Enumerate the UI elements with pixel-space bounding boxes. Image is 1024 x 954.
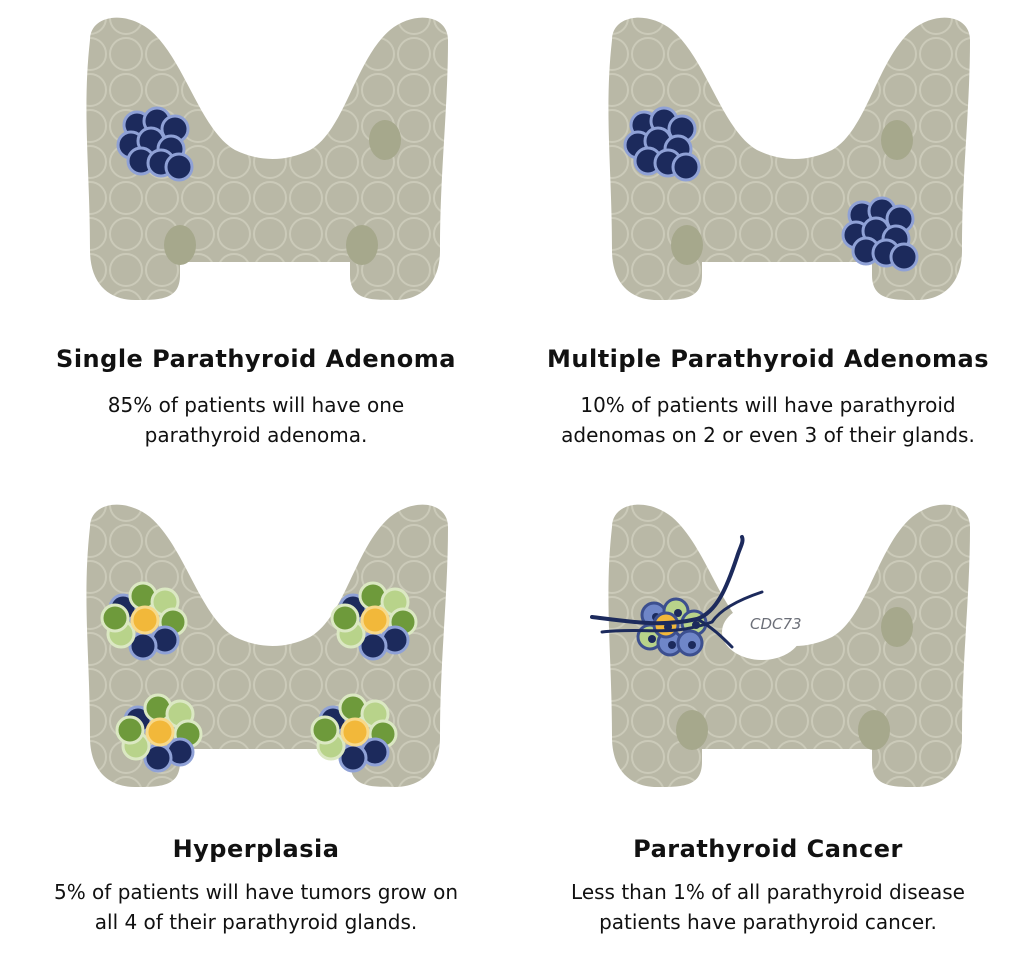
normal-parathyroid-gland	[369, 120, 401, 160]
adenoma-cluster	[116, 106, 194, 182]
thyroid-illustration-cancer: CDC73	[590, 504, 970, 787]
panel-hyperplasia: Hyperplasia 5% of patients will have tum…	[0, 477, 512, 954]
panel-description: 5% of patients will have tumors grow on …	[0, 877, 512, 937]
description-line: parathyroid adenoma.	[144, 423, 368, 447]
normal-parathyroid-gland	[676, 710, 708, 750]
normal-parathyroid-gland	[881, 120, 913, 160]
panel-title: Single Parathyroid Adenoma	[56, 345, 456, 373]
normal-parathyroid-gland	[881, 607, 913, 647]
description-line: all 4 of their parathyroid glands.	[94, 910, 418, 934]
cell-nucleus	[668, 641, 676, 649]
description-line: Less than 1% of all parathyroid disease	[571, 880, 965, 904]
hyperplasia-cell	[100, 603, 130, 633]
description-line: patients have parathyroid cancer.	[599, 910, 937, 934]
panel-description: Less than 1% of all parathyroid disease …	[512, 877, 1024, 937]
gland-notch	[722, 604, 802, 660]
hyperplasia-cluster	[330, 581, 418, 661]
description-line: adenomas on 2 or even 3 of their glands.	[561, 423, 975, 447]
panel-title: Multiple Parathyroid Adenomas	[547, 345, 989, 373]
thyroid-illustration-multiple	[608, 17, 970, 300]
hyperplasia-cell	[310, 715, 340, 745]
blood-vessel	[695, 617, 734, 649]
cell-nucleus	[674, 609, 682, 617]
normal-parathyroid-gland	[346, 225, 378, 265]
thyroid-illustration-single	[86, 17, 448, 300]
panel-multiple-adenomas: Multiple Parathyroid Adenomas 10% of pat…	[512, 0, 1024, 477]
adenoma-cell	[889, 242, 919, 272]
panel-description: 85% of patients will have one parathyroi…	[0, 390, 512, 450]
panel-title: Parathyroid Cancer	[633, 835, 903, 863]
normal-parathyroid-gland	[164, 225, 196, 265]
panel-parathyroid-cancer: CDC73 Parathyroid Cancer Less than 1% of…	[512, 477, 1024, 954]
adenoma-cell	[164, 152, 194, 182]
hyperplasia-cell	[115, 715, 145, 745]
hyperplasia-core-cell	[145, 717, 175, 747]
hyperplasia-core-cell	[360, 605, 390, 635]
hyperplasia-core-cell	[130, 605, 160, 635]
adenoma-cluster	[623, 106, 701, 182]
adenoma-cell	[671, 152, 701, 182]
hyperplasia-cell	[330, 603, 360, 633]
panel-single-adenoma: Single Parathyroid Adenoma 85% of patien…	[0, 0, 512, 477]
normal-parathyroid-gland	[858, 710, 890, 750]
gene-label-cdc73: CDC73	[750, 615, 802, 633]
thyroid-illustration-hyperplasia	[86, 492, 448, 787]
hyperplasia-cluster	[100, 581, 188, 661]
gland-notch	[210, 492, 300, 572]
hyperplasia-cluster	[310, 693, 398, 773]
normal-parathyroid-gland	[671, 225, 703, 265]
adenoma-cluster	[841, 196, 919, 272]
hyperplasia-core-cell	[340, 717, 370, 747]
description-line: 10% of patients will have parathyroid	[580, 393, 956, 417]
cell-nucleus	[648, 635, 656, 643]
blood-vessel	[590, 535, 745, 626]
panel-title: Hyperplasia	[172, 835, 340, 863]
hyperplasia-cluster	[115, 693, 203, 773]
panel-description: 10% of patients will have parathyroid ad…	[512, 390, 1024, 450]
cell-nucleus	[688, 641, 696, 649]
description-line: 5% of patients will have tumors grow on	[53, 880, 459, 904]
description-line: 85% of patients will have one	[107, 393, 405, 417]
